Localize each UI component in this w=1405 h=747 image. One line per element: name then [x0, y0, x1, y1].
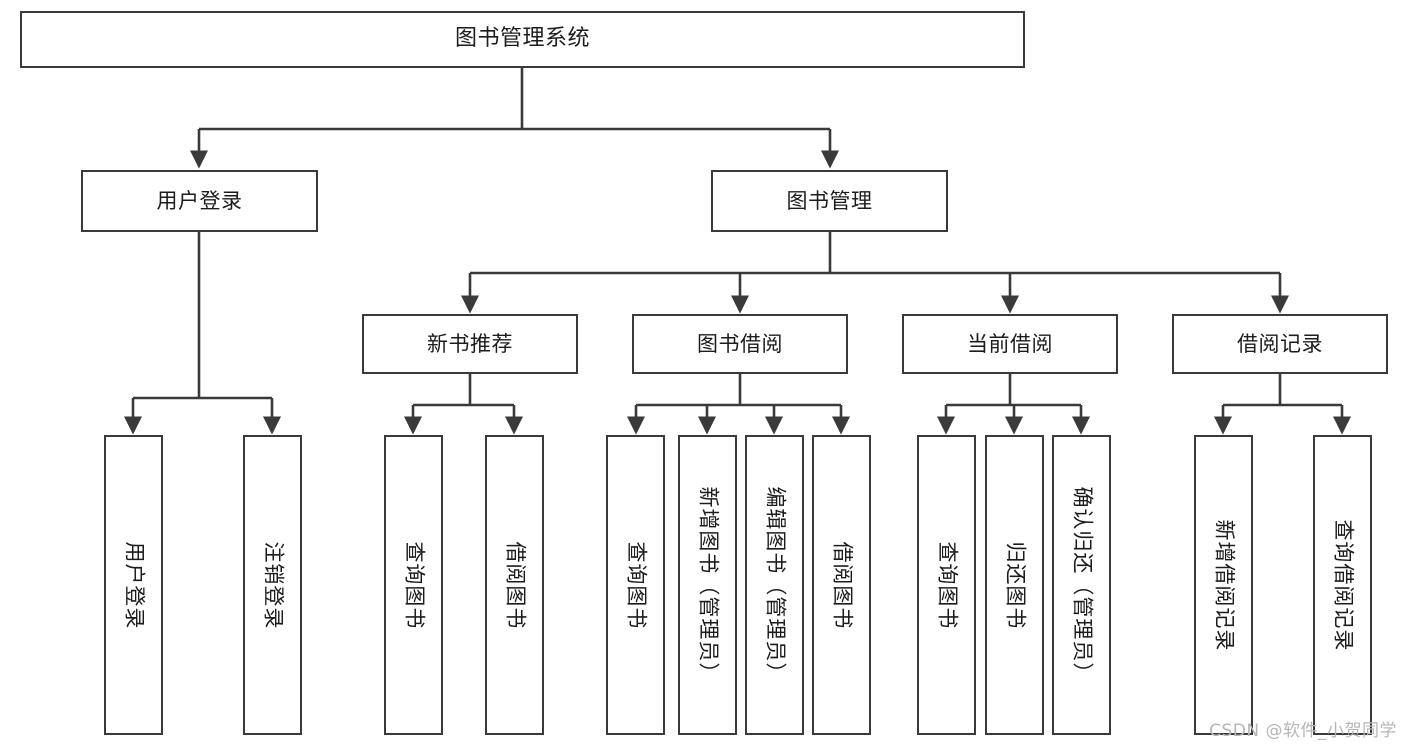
leaf-new-book-query[interactable]: 查询图书 — [384, 435, 443, 735]
leaf-user-login-signout-label: 注销登录 — [260, 541, 285, 629]
leaf-book-borrow-borrow-label: 借阅图书 — [829, 541, 854, 629]
leaf-current-borrow-confirm-return-label: 确认归还（管理员） — [1069, 486, 1094, 684]
leaf-book-borrow-add-label: 新增图书（管理员） — [695, 486, 720, 684]
leaf-book-borrow-edit-label: 编辑图书（管理员） — [762, 486, 787, 684]
leaf-borrow-record-query-label: 查询借阅记录 — [1330, 519, 1355, 651]
node-current-borrow-label: 当前借阅 — [967, 331, 1053, 356]
leaf-user-login-signin-label: 用户登录 — [121, 541, 146, 629]
leaf-current-borrow-query[interactable]: 查询图书 — [917, 435, 976, 735]
node-user-login[interactable]: 用户登录 — [81, 170, 318, 232]
leaf-current-borrow-return[interactable]: 归还图书 — [985, 435, 1044, 735]
leaf-borrow-record-query[interactable]: 查询借阅记录 — [1313, 435, 1372, 735]
leaf-new-book-borrow-label: 借阅图书 — [502, 541, 527, 629]
leaf-borrow-record-add[interactable]: 新增借阅记录 — [1194, 435, 1253, 735]
node-user-login-label: 用户登录 — [156, 188, 243, 213]
node-new-book-recommend[interactable]: 新书推荐 — [362, 314, 578, 374]
leaf-new-book-query-label: 查询图书 — [401, 541, 426, 629]
node-borrow-record[interactable]: 借阅记录 — [1172, 314, 1388, 374]
node-book-management-label: 图书管理 — [786, 188, 873, 213]
node-root-system-label: 图书管理系统 — [454, 26, 590, 52]
leaf-current-borrow-confirm-return[interactable]: 确认归还（管理员） — [1052, 435, 1111, 735]
node-book-borrow[interactable]: 图书借阅 — [632, 314, 848, 374]
node-new-book-recommend-label: 新书推荐 — [427, 331, 513, 356]
node-root-system[interactable]: 图书管理系统 — [20, 11, 1025, 68]
node-book-borrow-label: 图书借阅 — [697, 331, 783, 356]
node-borrow-record-label: 借阅记录 — [1237, 331, 1323, 356]
leaf-book-borrow-add[interactable]: 新增图书（管理员） — [678, 435, 737, 735]
leaf-book-borrow-query-label: 查询图书 — [623, 541, 648, 629]
leaf-current-borrow-query-label: 查询图书 — [934, 541, 959, 629]
leaf-current-borrow-return-label: 归还图书 — [1002, 541, 1027, 629]
leaf-user-login-signin[interactable]: 用户登录 — [104, 435, 163, 735]
leaf-user-login-signout[interactable]: 注销登录 — [243, 435, 302, 735]
leaf-book-borrow-edit[interactable]: 编辑图书（管理员） — [745, 435, 804, 735]
node-book-management[interactable]: 图书管理 — [711, 170, 948, 232]
leaf-book-borrow-query[interactable]: 查询图书 — [606, 435, 665, 735]
leaf-new-book-borrow[interactable]: 借阅图书 — [485, 435, 544, 735]
leaf-borrow-record-add-label: 新增借阅记录 — [1211, 519, 1236, 651]
leaf-book-borrow-borrow[interactable]: 借阅图书 — [812, 435, 871, 735]
csdn-watermark: CSDN @软件_小贺同学 — [1209, 721, 1397, 741]
node-current-borrow[interactable]: 当前借阅 — [902, 314, 1118, 374]
